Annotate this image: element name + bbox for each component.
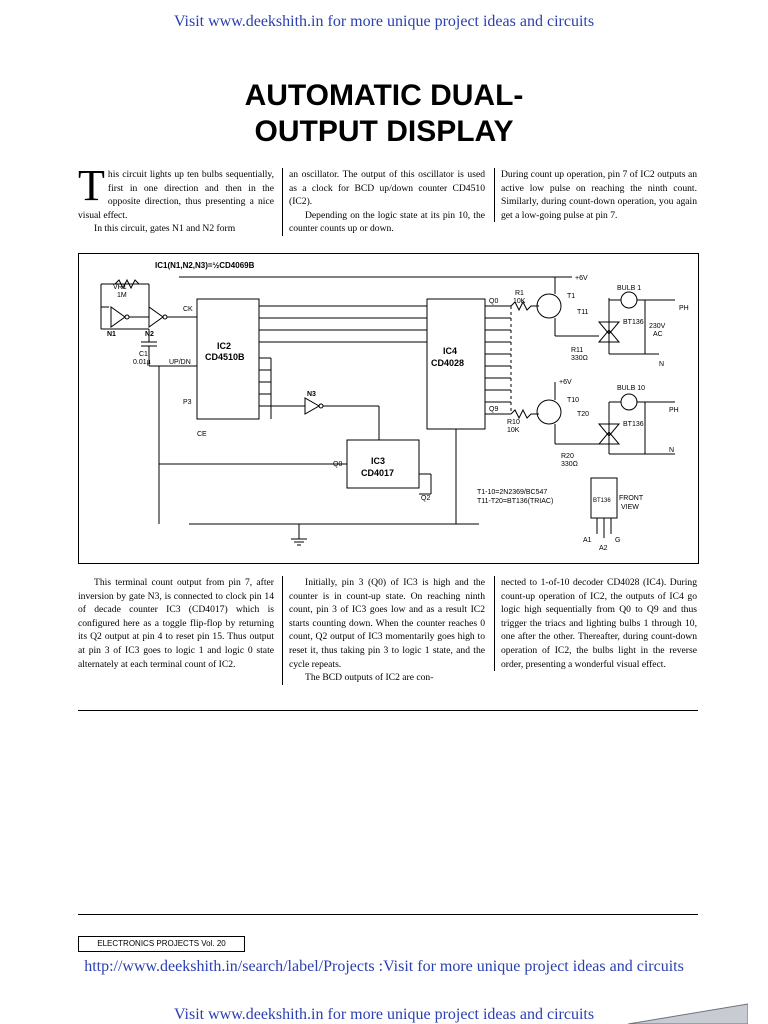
q9-out-label: Q9 bbox=[489, 406, 498, 413]
intro-column-1: T his circuit lights up ten bulbs sequen… bbox=[78, 161, 274, 236]
ac-label-1: 230V bbox=[649, 323, 666, 330]
bt136-label-2: BT136 bbox=[623, 421, 644, 428]
intro-column-3: During count up operation, pin 7 of IC2 … bbox=[494, 168, 697, 223]
body-column-2: Initially, pin 3 (Q0) of IC3 is high and… bbox=[282, 576, 485, 685]
intro-paragraph-3: an oscillator. The output of this oscill… bbox=[289, 169, 485, 208]
r10-label: R10 bbox=[507, 419, 520, 426]
vr1-label: VR1 bbox=[113, 284, 127, 291]
body-text: This terminal count output from pin 7, a… bbox=[78, 576, 698, 706]
ce-label: CE bbox=[197, 431, 207, 438]
body-paragraph-4: nected to 1-of-10 decoder CD4028 (IC4). … bbox=[501, 577, 697, 670]
pin-g: G bbox=[615, 537, 620, 544]
ac-label-2: AC bbox=[653, 331, 663, 338]
bulb1-label: BULB 1 bbox=[617, 285, 641, 292]
pin-a2: A2 bbox=[599, 545, 608, 552]
note-1: T1-10=2N2369/BC547 bbox=[477, 489, 547, 496]
c1-value: 0.01µ bbox=[133, 359, 151, 366]
n3-label: N3 bbox=[307, 391, 316, 398]
ic1-label: IC1(N1,N2,N3)=½CD4069B bbox=[155, 261, 255, 270]
front-view-1: FRONT bbox=[619, 495, 644, 502]
n2-label: N2 bbox=[145, 331, 154, 338]
t1-label: T1 bbox=[567, 293, 575, 300]
footer-label: ELECTRONICS PROJECTS Vol. 20 bbox=[78, 936, 245, 952]
intro-text: T his circuit lights up ten bulbs sequen… bbox=[78, 161, 698, 240]
circuit-schematic: IC1(N1,N2,N3)=½CD4069B VR1 1M N1 N2 C1 0… bbox=[78, 253, 699, 564]
ph-label-1: PH bbox=[679, 305, 689, 312]
body-paragraph-2: Initially, pin 3 (Q0) of IC3 is high and… bbox=[289, 577, 485, 670]
t11-label: T11 bbox=[577, 309, 589, 316]
updn-label: UP/DN bbox=[169, 359, 191, 366]
front-view-2: VIEW bbox=[621, 504, 639, 511]
package-label: BT136 bbox=[593, 498, 611, 504]
ic3-name: IC3 bbox=[371, 456, 385, 466]
drop-cap: T bbox=[78, 161, 105, 210]
ic2-part: CD4510B bbox=[205, 352, 245, 362]
ck-label: CK bbox=[183, 306, 193, 313]
intro-paragraph-1: his circuit lights up ten bulbs sequenti… bbox=[78, 169, 274, 221]
title-line-2: OUTPUT DISPLAY bbox=[254, 115, 514, 148]
r10-value: 10K bbox=[507, 427, 520, 434]
page-corner-graphic bbox=[628, 1003, 748, 1024]
bt136-label-1: BT136 bbox=[623, 319, 644, 326]
intro-paragraph-2: In this circuit, gates N1 and N2 form bbox=[94, 223, 236, 235]
ic3-part: CD4017 bbox=[361, 468, 394, 478]
t10-label: T10 bbox=[567, 397, 579, 404]
q0-label: Q0 bbox=[333, 461, 342, 468]
r1-label: R1 bbox=[515, 290, 524, 297]
note-2: T11-T20=BT136(TRIAC) bbox=[477, 498, 553, 505]
t20-label: T20 bbox=[577, 411, 589, 418]
body-paragraph-3: The BCD outputs of IC2 are con- bbox=[305, 672, 434, 684]
r20-value: 330Ω bbox=[561, 461, 578, 468]
supply-label-2: +6V bbox=[559, 379, 572, 386]
r11-label: R11 bbox=[571, 347, 583, 354]
ic4-part: CD4028 bbox=[431, 358, 464, 368]
q2-label: Q2 bbox=[421, 495, 430, 502]
ic4-name: IC4 bbox=[443, 346, 457, 356]
vr1-value: 1M bbox=[117, 292, 127, 299]
article-title: AUTOMATIC DUAL- OUTPUT DISPLAY bbox=[0, 78, 768, 150]
r11-value: 330Ω bbox=[571, 355, 588, 362]
q0-out-label: Q0 bbox=[489, 298, 498, 305]
n-label-2: N bbox=[669, 447, 674, 454]
n-label-1: N bbox=[659, 361, 664, 368]
body-column-3: nected to 1-of-10 decoder CD4028 (IC4). … bbox=[494, 576, 697, 672]
footer-link[interactable]: Visit www.deekshith.in for more unique p… bbox=[173, 1006, 595, 1023]
r20-label: R20 bbox=[561, 453, 574, 460]
title-line-1: AUTOMATIC DUAL- bbox=[244, 79, 524, 112]
body-column-1: This terminal count output from pin 7, a… bbox=[78, 576, 274, 671]
bulb10-label: BULB 10 bbox=[617, 385, 645, 392]
pin-a1: A1 bbox=[583, 537, 592, 544]
divider-top bbox=[78, 710, 698, 711]
c1-label: C1 bbox=[139, 351, 148, 358]
divider-bottom bbox=[78, 914, 698, 915]
projects-link[interactable]: http://www.deekshith.in/search/label/Pro… bbox=[84, 958, 684, 975]
header-link[interactable]: Visit www.deekshith.in for more unique p… bbox=[173, 13, 595, 30]
intro-paragraph-5: During count up operation, pin 7 of IC2 … bbox=[501, 169, 697, 221]
r1-value: 10K bbox=[513, 298, 526, 305]
body-paragraph-1: This terminal count output from pin 7, a… bbox=[78, 577, 274, 670]
intro-column-2: an oscillator. The output of this oscill… bbox=[282, 168, 485, 236]
intro-paragraph-4: Depending on the logic state at its pin … bbox=[289, 209, 485, 235]
ic2-name: IC2 bbox=[217, 341, 231, 351]
n1-label: N1 bbox=[107, 331, 116, 338]
p3-label: P3 bbox=[183, 399, 192, 406]
schematic-svg: IC1(N1,N2,N3)=½CD4069B VR1 1M N1 N2 C1 0… bbox=[100, 261, 689, 552]
supply-label: +6V bbox=[575, 275, 588, 282]
ph-label-2: PH bbox=[669, 407, 679, 414]
